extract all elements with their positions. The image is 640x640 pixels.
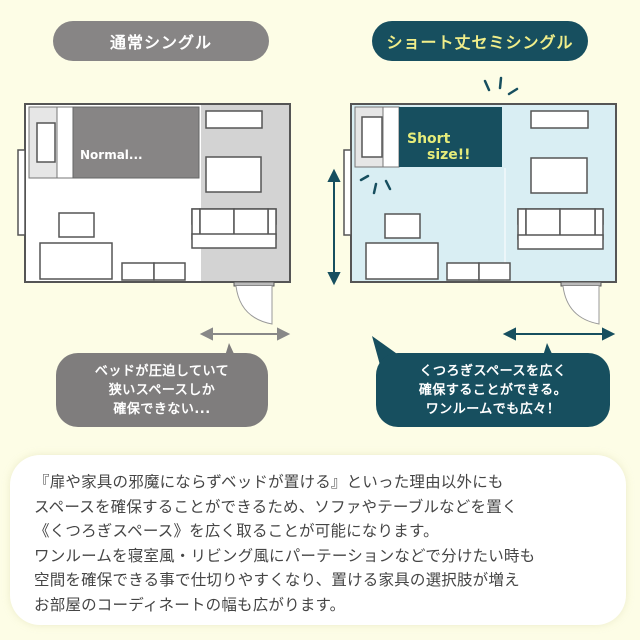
right-shelf-icon: [530, 110, 589, 129]
right-table-icon: [384, 213, 421, 239]
right-tv-stand-icon: [446, 262, 480, 281]
right-pillow-icon: [361, 116, 383, 158]
right-height-arrow-icon: [327, 168, 341, 286]
short-bed-label-line1: Short: [407, 131, 451, 147]
right-desk-icon: [530, 157, 588, 194]
short-bed-label: Short size!!: [407, 131, 471, 163]
left-rug-icon: [39, 242, 113, 280]
right-floor-plan: [327, 76, 617, 341]
normal-single-bubble-text: ベッドが圧迫していて 狭いスペースしか 確保できない...: [94, 363, 230, 417]
normal-single-title: 通常シングル: [109, 33, 212, 52]
normal-bed-label: Normal...: [80, 148, 143, 162]
left-door-icon: [233, 281, 275, 287]
short-semi-single-title: ショート丈セミシングル: [386, 33, 574, 52]
left-width-arrow-icon: [199, 327, 291, 341]
right-rug-icon: [365, 242, 439, 280]
short-bed-label-line2: size!!: [427, 147, 471, 163]
right-width-arrow-icon: [502, 327, 616, 341]
left-table-icon: [58, 212, 95, 238]
emphasis-marks-icon: [359, 76, 519, 195]
left-pillow-icon: [36, 122, 56, 163]
left-floor-plan: [17, 103, 291, 341]
left-narrow-space-zone: [201, 105, 289, 281]
short-semi-single-header: ショート丈セミシングル: [372, 21, 588, 61]
normal-single-speech-bubble: ベッドが圧迫していて 狭いスペースしか 確保できない...: [56, 353, 268, 427]
description-card: 『扉や家具の邪魔にならずベッドが置ける』といった理由以外にも スペースを確保する…: [10, 455, 626, 625]
left-bubble-tail: [225, 343, 235, 356]
right-door-icon: [560, 281, 602, 287]
description-text: 『扉や家具の邪魔にならずベッドが置ける』といった理由以外にも スペースを確保する…: [34, 473, 536, 614]
short-semi-single-speech-bubble: くつろぎスペースを広く 確保することができる。 ワンルームでも広々！: [376, 353, 610, 427]
right-window-icon: [343, 149, 352, 236]
left-window-icon: [17, 149, 26, 236]
short-semi-single-bubble-text: くつろぎスペースを広く 確保することができる。 ワンルームでも広々！: [418, 363, 568, 417]
left-bed-icon: [72, 106, 200, 179]
left-desk-icon: [205, 156, 262, 193]
left-tv-stand-icon: [121, 262, 155, 281]
right-bed-icon: [399, 107, 502, 167]
normal-single-header: 通常シングル: [53, 21, 269, 61]
left-shelf-icon: [205, 110, 263, 129]
